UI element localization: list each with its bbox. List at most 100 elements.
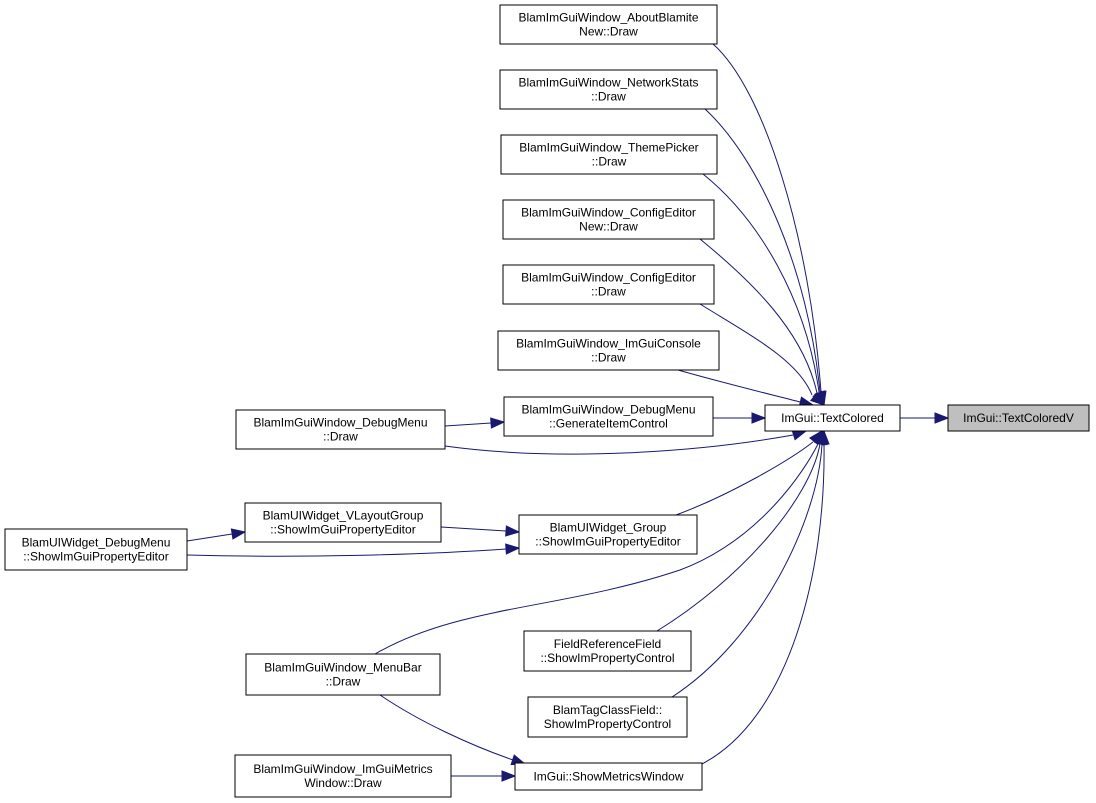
node-label-line: ImGui::ShowMetricsWindow bbox=[533, 770, 683, 784]
arrowhead-icon bbox=[934, 412, 950, 424]
node-label-line: BlamImGuiWindow_NetworkStats bbox=[518, 76, 698, 90]
node-label-line: BlamUIWidget_DebugMenu bbox=[22, 536, 171, 550]
node-label-line: BlamImGuiWindow_ConfigEditor bbox=[521, 271, 696, 285]
node-imguiconsole[interactable]: BlamImGuiWindow_ImGuiConsole::Draw bbox=[497, 330, 720, 371]
edge-line bbox=[379, 694, 514, 761]
node-textcolored[interactable]: ImGui::TextColored bbox=[764, 404, 901, 432]
node-tagclassfield[interactable]: BlamTagClassField::ShowImPropertyControl bbox=[527, 696, 688, 738]
node-label-line: BlamImGuiWindow_ThemePicker bbox=[519, 141, 698, 155]
edge-configeditornew-to-textcolored bbox=[699, 238, 825, 407]
node-vlayoutgroup[interactable]: BlamUIWidget_VLayoutGroup::ShowImGuiProp… bbox=[244, 502, 442, 543]
node-box bbox=[4, 528, 188, 571]
node-label-line: ::ShowImGuiPropertyEditor bbox=[270, 523, 415, 537]
edge-line bbox=[712, 43, 822, 393]
node-label-line: ImGui::TextColored bbox=[781, 411, 884, 425]
node-label-line: ::Draw bbox=[592, 155, 627, 169]
node-label-line: ::ShowImPropertyControl bbox=[540, 651, 674, 665]
node-label-line: BlamImGuiWindow_ImGuiMetrics bbox=[253, 762, 432, 776]
edge-line bbox=[702, 173, 820, 393]
node-label-line: ::Draw bbox=[591, 285, 626, 299]
node-showmetrics[interactable]: ImGui::ShowMetricsWindow bbox=[514, 762, 703, 791]
node-box bbox=[947, 404, 1090, 432]
edge-uidebugmenu-to-widgetgroup bbox=[186, 543, 521, 557]
nodes-layer: ImGui::TextColoredVImGui::TextColoredBla… bbox=[4, 4, 1090, 798]
node-configeditor[interactable]: BlamImGuiWindow_ConfigEditor::Draw bbox=[502, 264, 715, 305]
node-box bbox=[764, 404, 901, 432]
edge-line bbox=[677, 369, 801, 403]
node-label-line: Window::Draw bbox=[304, 776, 382, 790]
arrowhead-icon bbox=[818, 429, 830, 445]
node-label-line: ShowImPropertyControl bbox=[544, 717, 671, 731]
arrowhead-icon bbox=[230, 528, 247, 540]
node-widgetgroup[interactable]: BlamUIWidget_Group::ShowImGuiPropertyEdi… bbox=[518, 514, 698, 555]
edge-line bbox=[656, 443, 821, 632]
node-fieldref[interactable]: FieldReferenceField::ShowImPropertyContr… bbox=[523, 630, 692, 672]
node-label-line: FieldReferenceField bbox=[554, 637, 661, 651]
node-box bbox=[523, 630, 692, 672]
node-box bbox=[503, 396, 714, 437]
node-uidebugmenu[interactable]: BlamUIWidget_DebugMenu::ShowImGuiPropert… bbox=[4, 528, 188, 571]
edge-line bbox=[186, 548, 507, 557]
node-label-line: BlamImGuiWindow_ConfigEditor bbox=[521, 206, 696, 220]
edge-line bbox=[444, 434, 794, 455]
edge-textcolored-to-textcoloredv bbox=[900, 412, 950, 424]
node-label-line: BlamImGuiWindow_DebugMenu bbox=[521, 403, 695, 417]
node-box bbox=[518, 514, 698, 555]
node-label-line: ::Draw bbox=[323, 430, 358, 444]
arrowhead-icon bbox=[501, 770, 517, 782]
edge-line bbox=[675, 441, 814, 516]
arrowhead-icon bbox=[505, 525, 521, 537]
node-label-line: BlamImGuiWindow_MenuBar bbox=[264, 661, 421, 675]
node-box bbox=[234, 754, 452, 798]
edge-configeditor-to-textcolored bbox=[699, 303, 826, 406]
edge-line bbox=[440, 526, 507, 532]
edge-networkstats-to-textcolored bbox=[704, 108, 826, 407]
edge-line bbox=[186, 533, 233, 542]
edge-aboutblamite-to-textcolored bbox=[712, 43, 827, 407]
node-box bbox=[245, 653, 441, 696]
node-label-line: New::Draw bbox=[579, 25, 638, 39]
node-label-line: ImGui::TextColoredV bbox=[963, 411, 1074, 425]
arrowhead-icon bbox=[751, 412, 767, 424]
edge-line bbox=[444, 422, 492, 427]
node-label-line: New::Draw bbox=[579, 220, 638, 234]
edge-uidebugmenu-to-vlayoutgroup bbox=[186, 528, 247, 542]
node-label-line: ::GenerateItemControl bbox=[549, 417, 668, 431]
edge-line bbox=[699, 238, 818, 394]
node-box bbox=[514, 762, 703, 791]
node-label-line: BlamUIWidget_Group bbox=[550, 521, 667, 535]
node-label-line: ::Draw bbox=[326, 675, 361, 689]
node-label-line: BlamImGuiWindow_AboutBlamite bbox=[518, 11, 698, 25]
edge-menubar-to-showmetrics bbox=[379, 694, 527, 766]
node-themepicker[interactable]: BlamImGuiWindow_ThemePicker::Draw bbox=[500, 134, 718, 175]
node-box bbox=[499, 4, 718, 45]
node-textcoloredv[interactable]: ImGui::TextColoredV bbox=[947, 404, 1090, 432]
edge-line bbox=[374, 443, 819, 655]
arrowhead-icon bbox=[505, 543, 521, 555]
node-label-line: BlamImGuiWindow_DebugMenu bbox=[253, 416, 427, 430]
node-networkstats[interactable]: BlamImGuiWindow_NetworkStats::Draw bbox=[499, 69, 718, 110]
edge-debugmenu_draw-to-debugmenu_gen bbox=[444, 417, 506, 429]
node-label-line: BlamTagClassField:: bbox=[553, 703, 662, 717]
edge-line bbox=[671, 443, 823, 698]
edge-line bbox=[699, 303, 813, 396]
node-debugmenu_draw[interactable]: BlamImGuiWindow_DebugMenu::Draw bbox=[235, 409, 446, 450]
node-box bbox=[500, 134, 718, 175]
node-label-line: BlamImGuiWindow_ImGuiConsole bbox=[516, 337, 701, 351]
node-box bbox=[502, 199, 715, 240]
node-label-line: BlamUIWidget_VLayoutGroup bbox=[263, 509, 424, 523]
edges-layer bbox=[186, 43, 950, 782]
node-menubar[interactable]: BlamImGuiWindow_MenuBar::Draw bbox=[245, 653, 441, 696]
edge-metricswindow-to-showmetrics bbox=[451, 770, 517, 782]
arrowhead-icon bbox=[809, 391, 826, 406]
node-box bbox=[235, 409, 446, 450]
arrowhead-icon bbox=[490, 417, 506, 429]
edge-themepicker-to-textcolored bbox=[702, 173, 825, 407]
node-box bbox=[502, 264, 715, 305]
node-debugmenu_gen[interactable]: BlamImGuiWindow_DebugMenu::GenerateItemC… bbox=[503, 396, 714, 437]
node-label-line: ::Draw bbox=[591, 90, 626, 104]
